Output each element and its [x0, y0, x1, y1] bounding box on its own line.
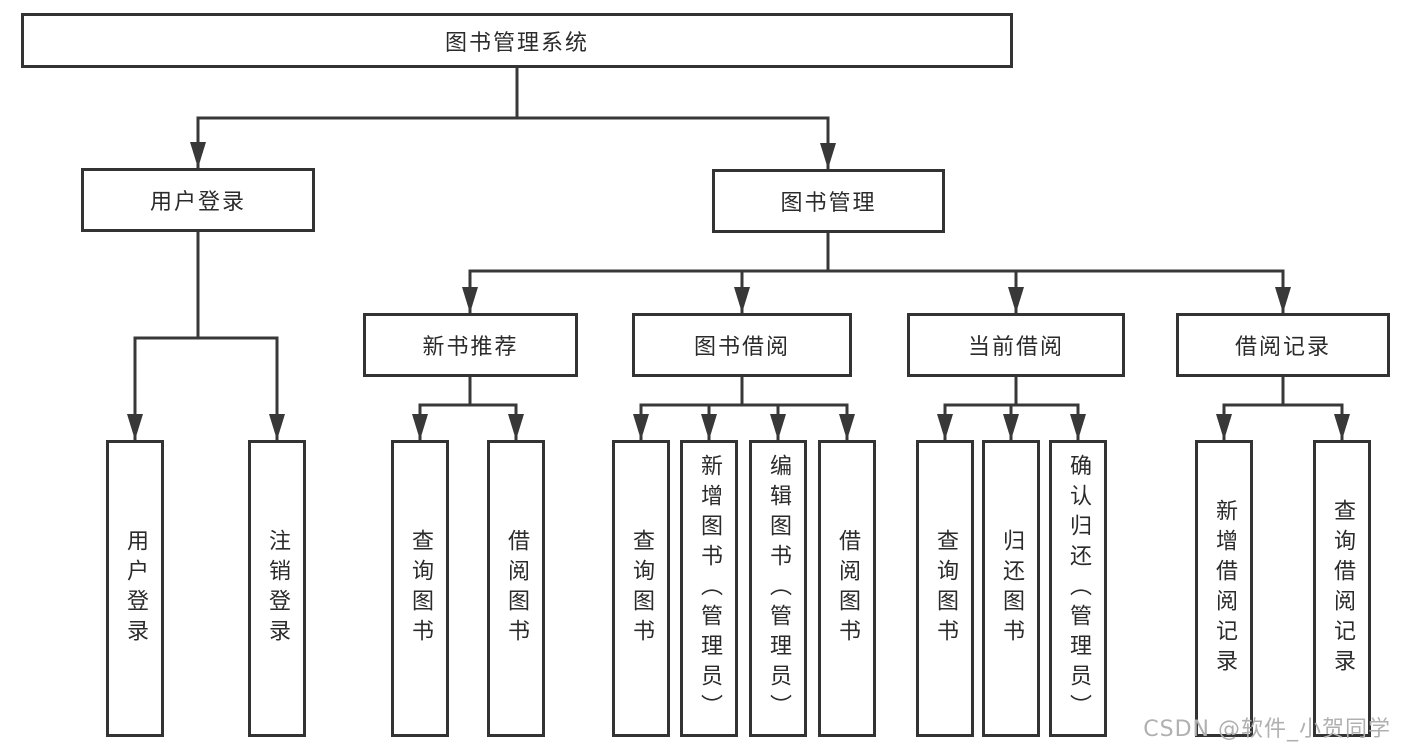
node-leaf-borrow-books-recommend: 借阅图书 — [487, 440, 545, 737]
node-borrowing-records: 借阅记录 — [1176, 313, 1390, 377]
node-leaf-borrow-books-borrowing: 借阅图书 — [818, 440, 876, 737]
node-leaf-edit-book-admin: 编辑图书（管理员） — [749, 440, 807, 737]
arrowhead-icon — [462, 287, 478, 313]
arrowhead-icon — [633, 414, 649, 440]
node-library-system: 图书管理系统 — [21, 13, 1013, 68]
node-leaf-return-books: 归还图书 — [982, 440, 1040, 737]
arrowhead-icon — [1003, 414, 1019, 440]
node-leaf-query-books-recommend: 查询图书 — [391, 440, 449, 737]
node-leaf-query-books-borrowing: 查询图书 — [612, 440, 670, 737]
node-current-borrowing: 当前借阅 — [907, 313, 1125, 377]
arrowhead-icon — [508, 414, 524, 440]
node-book-borrowing: 图书借阅 — [632, 313, 852, 377]
arrowhead-icon — [127, 414, 143, 440]
node-new-book-recommendation: 新书推荐 — [363, 313, 578, 377]
arrowhead-icon — [412, 414, 428, 440]
arrowhead-icon — [734, 287, 750, 313]
arrowhead-icon — [1275, 287, 1291, 313]
arrowhead-icon — [1334, 414, 1350, 440]
node-user-login: 用户登录 — [81, 168, 315, 232]
arrowhead-icon — [1008, 287, 1024, 313]
node-leaf-logout: 注销登录 — [248, 440, 306, 737]
node-leaf-query-books-current: 查询图书 — [916, 440, 974, 737]
arrowhead-icon — [1216, 414, 1232, 440]
node-leaf-add-book-admin: 新增图书（管理员） — [680, 440, 738, 737]
tree-connector-lines — [133, 66, 1344, 442]
arrowhead-icon — [839, 414, 855, 440]
arrowhead-icon — [190, 142, 206, 168]
node-leaf-add-borrow-record: 新增借阅记录 — [1195, 440, 1253, 737]
node-book-management: 图书管理 — [712, 169, 945, 233]
arrowhead-icon — [770, 414, 786, 440]
arrowhead-icon — [269, 414, 285, 440]
node-leaf-confirm-return-admin: 确认归还（管理员） — [1049, 440, 1107, 737]
arrowhead-icon — [937, 414, 953, 440]
arrowhead-icon — [1070, 414, 1086, 440]
arrowhead-icon — [701, 414, 717, 440]
node-leaf-query-borrow-record: 查询借阅记录 — [1313, 440, 1371, 737]
node-leaf-user-login: 用户登录 — [106, 440, 164, 737]
arrowhead-icon — [820, 143, 836, 169]
